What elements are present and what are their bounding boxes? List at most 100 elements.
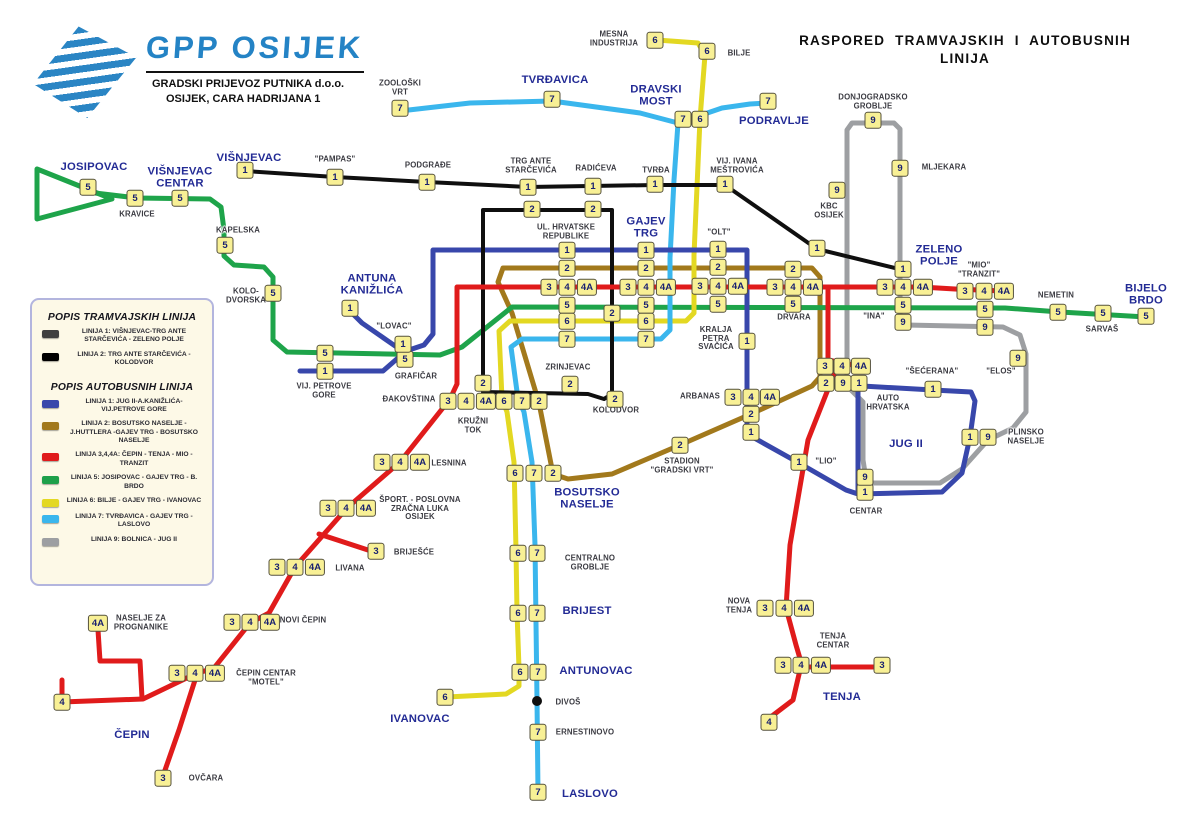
line-number-badge: 7 [528, 604, 546, 622]
line-number-badge: 6 [436, 688, 454, 706]
line-number-badge: 5 [216, 236, 234, 254]
line-number-badge: 4A [727, 277, 749, 295]
line-number-badge: 7 [529, 663, 547, 681]
line-number-badge: 1 [584, 177, 602, 195]
line-number-badge: 7 [391, 99, 409, 117]
line-number-badge: 3 [691, 277, 709, 295]
legend-item-label: LINIJA 5: JOSIPOVAC - GAJEV TRG - B. BRD… [70, 474, 198, 490]
line-number-badge: 4A [87, 614, 109, 632]
route-bus5-main [92, 190, 1149, 358]
line-number-badge: 2 [530, 392, 548, 410]
line-number-badge: 3 [619, 278, 637, 296]
line-number-badge: 2 [523, 200, 541, 218]
legend-item-label: LINIJA 2: BOSUTSKO NASELJE - J.HUTTLERA … [70, 420, 198, 444]
line-number-badge: 5 [709, 295, 727, 313]
line-number-badge: 1 [850, 374, 868, 392]
line-number-badge: 1 [738, 332, 756, 350]
line-number-badge: 2 [474, 374, 492, 392]
line-number-badge: 5 [1094, 304, 1112, 322]
legend-swatch-icon [42, 330, 59, 338]
line-number-badge: 7 [529, 783, 547, 801]
line-number-badge: 6 [509, 544, 527, 562]
route-bus1-main [297, 247, 978, 497]
line-number-badge: 3 [724, 388, 742, 406]
line-number-badge: 6 [509, 604, 527, 622]
line-number-badge: 4 [391, 453, 409, 471]
line-number-badge: 3 [439, 392, 457, 410]
line-number-badge: 5 [1137, 307, 1155, 325]
line-number-badge: 1 [716, 175, 734, 193]
line-number-badge: 1 [742, 423, 760, 441]
line-number-badge: 5 [976, 300, 994, 318]
line-number-badge: 1 [418, 173, 436, 191]
line-number-badge: 9 [976, 318, 994, 336]
line-number-badge: 2 [637, 259, 655, 277]
route-tram2-loop [481, 208, 614, 401]
line-number-badge: 4A [912, 278, 934, 296]
line-number-badge: 1 [316, 362, 334, 380]
legend-tram-list: LINIJA 1: VIŠNJEVAC-TRG ANTE STARČEVIĆA … [40, 328, 204, 368]
line-number-badge: 4 [53, 693, 71, 711]
line-number-badge: 4A [204, 664, 226, 682]
line-number-badge: 2 [561, 375, 579, 393]
line-number-badge: 5 [396, 350, 414, 368]
line-number-badge: 7 [558, 330, 576, 348]
line-number-badge: 1 [558, 241, 576, 259]
line-number-badge: 6 [506, 464, 524, 482]
line-number-badge: 3 [766, 278, 784, 296]
line-number-badge: 6 [698, 42, 716, 60]
line-number-badge: 9 [891, 159, 909, 177]
legend-swatch-icon [42, 453, 59, 462]
line-number-badge: 6 [511, 663, 529, 681]
station-dot [532, 696, 542, 706]
line-number-badge: 1 [326, 168, 344, 186]
legend-swatch-icon [42, 399, 59, 408]
legend-swatch-icon [42, 352, 59, 361]
line-number-badge: 6 [691, 110, 709, 128]
line-number-badge: 5 [894, 296, 912, 314]
legend-item: LINIJA 3,4,4A: ČEPIN - TENJA - MIO - TRA… [40, 451, 204, 468]
line-number-badge: 3 [154, 769, 172, 787]
gpp-logo: GPP OSIJEK GRADSKI PRIJEVOZ PUTNIKA d.o.… [28, 22, 368, 122]
line-number-badge: 7 [543, 90, 561, 108]
line-number-badge: 7 [529, 723, 547, 741]
line-number-badge: 5 [637, 296, 655, 314]
line-number-badge: 1 [236, 161, 254, 179]
line-number-badge: 3 [816, 357, 834, 375]
line-number-badge: 2 [584, 200, 602, 218]
line-number-badge: 1 [637, 241, 655, 259]
legend-item: LINIJA 1: VIŠNJEVAC-TRG ANTE STARČEVIĆA … [40, 328, 204, 345]
page-title-line2: LINIJA [940, 50, 990, 66]
legend-item-label: LINIJA 9: BOLNICA - JUG II [90, 535, 178, 543]
line-number-badge: 4 [742, 388, 760, 406]
line-number-badge: 4 [241, 613, 259, 631]
line-number-badge: 4 [558, 278, 576, 296]
line-number-badge: 4A [576, 278, 598, 296]
line-number-badge: 4A [475, 392, 497, 410]
line-number-badge: 1 [646, 175, 664, 193]
line-number-badge: 1 [961, 428, 979, 446]
line-number-badge: 9 [864, 111, 882, 129]
line-number-badge: 7 [759, 92, 777, 110]
line-number-badge: 5 [79, 178, 97, 196]
line-number-badge: 1 [394, 335, 412, 353]
line-number-badge: 9 [979, 428, 997, 446]
legend-item: LINIJA 7: TVRĐAVICA - GAJEV TRG - LASLOV… [40, 513, 204, 530]
line-number-badge: 5 [126, 189, 144, 207]
line-number-badge: 4 [975, 282, 993, 300]
legend-item-label: LINIJA 6: BILJE - GAJEV TRG - IVANOVAC [66, 496, 202, 504]
route-bus3-brijesce [316, 531, 374, 554]
line-number-badge: 5 [558, 296, 576, 314]
legend-item: LINIJA 6: BILJE - GAJEV TRG - IVANOVAC [40, 497, 204, 507]
line-number-badge: 9 [828, 181, 846, 199]
line-number-badge: 1 [709, 240, 727, 258]
legend-swatch-icon [42, 498, 59, 507]
line-number-badge: 4 [457, 392, 475, 410]
line-number-badge: 4 [709, 277, 727, 295]
line-number-badge: 4 [833, 357, 851, 375]
line-number-badge: 4 [792, 656, 810, 674]
line-number-badge: 3 [756, 599, 774, 617]
logo-underline [146, 71, 364, 73]
line-number-badge: 5 [784, 295, 802, 313]
